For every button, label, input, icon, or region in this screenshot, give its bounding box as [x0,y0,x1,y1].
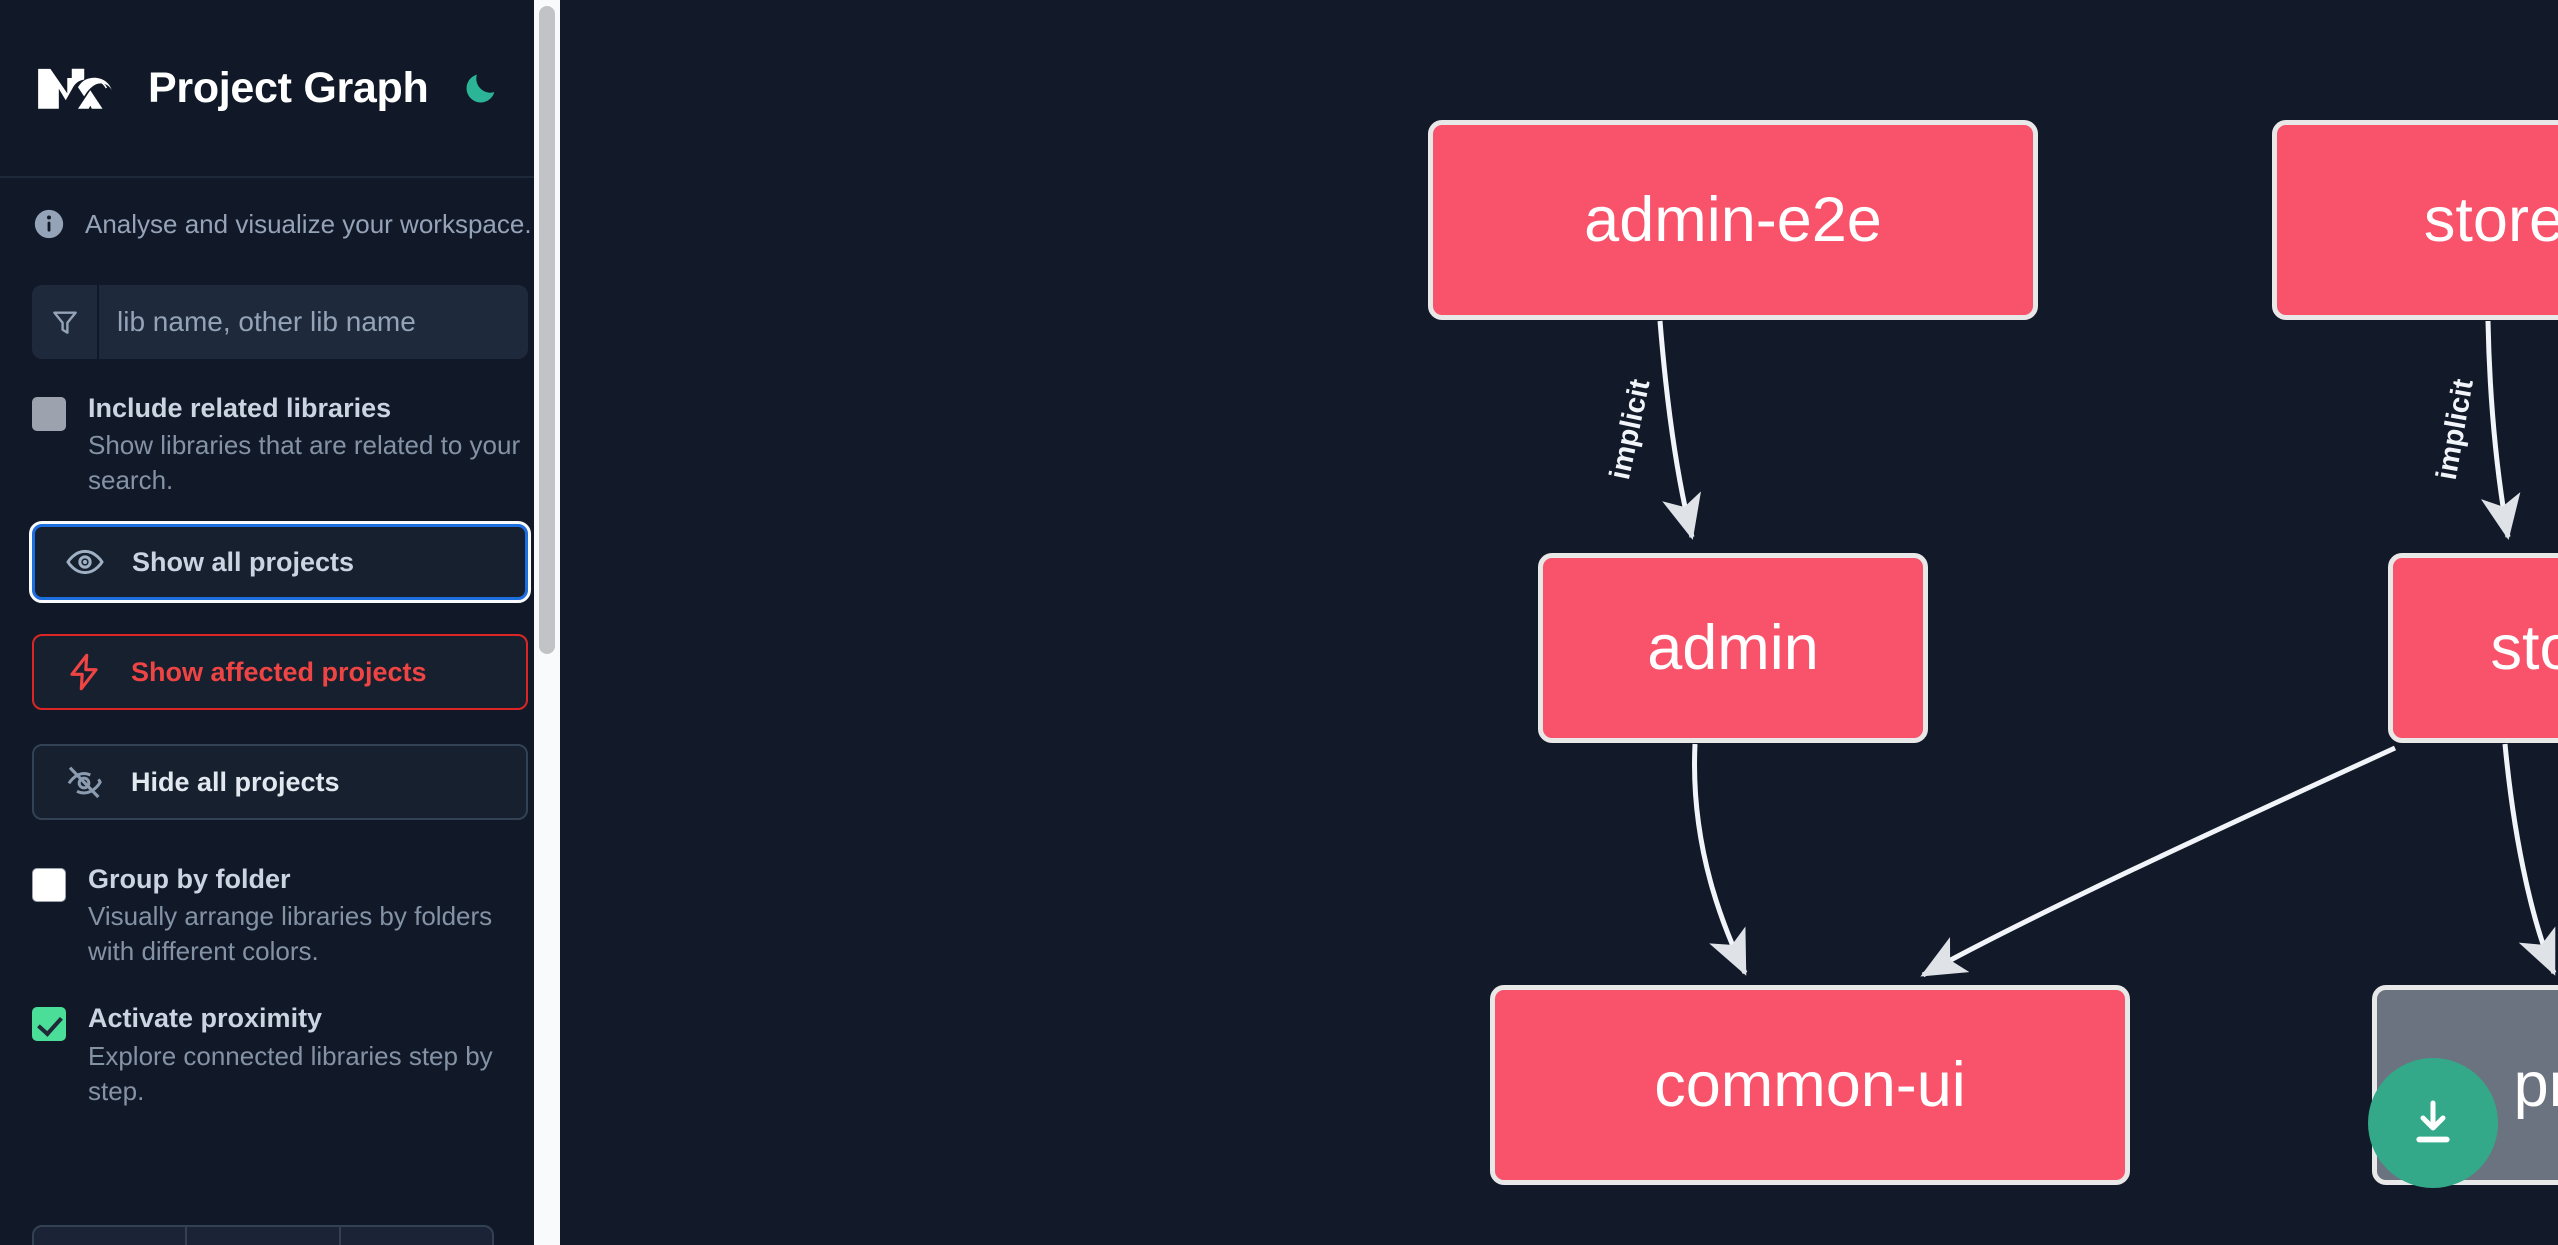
graph-canvas[interactable]: admin-e2e store-e2e admin store common-u… [560,0,2558,1245]
search-input[interactable] [99,285,528,359]
edge-store-products [2502,743,2557,976]
download-icon [2416,1100,2450,1143]
graph-node-common-ui[interactable]: common-ui [1490,985,2130,1185]
edge-label-admin-implicit: implicit [1604,376,1657,483]
graph-node-admin-e2e[interactable]: admin-e2e [1428,120,2038,320]
show-all-projects-label: Show all projects [132,546,355,577]
lightning-bolt-icon [64,652,104,692]
page-title: Project Graph [148,63,429,112]
checkbox-include-related-libraries[interactable]: Include related libraries Show libraries… [32,393,528,498]
sidebar-scrollbar-thumb[interactable] [539,6,555,654]
checkbox-activate-proximity[interactable]: Activate proximity Explore connected lib… [32,1003,528,1108]
edge-store-e2e-store [2480,320,2521,540]
segment-2[interactable] [187,1227,341,1245]
edge-label-store-implicit: implicit [2430,376,2480,483]
checkbox-group-by-folder-description: Visually arrange libraries by folders wi… [88,901,493,967]
graph-node-store-e2e-label: store-e2e [2423,184,2558,255]
hide-all-projects-button[interactable]: Hide all projects [32,744,528,821]
checkbox-activate-proximity-description: Explore connected libraries step by step… [88,1040,493,1106]
checkbox-group-by-folder-label: Group by folder [88,864,291,895]
filter-field[interactable] [32,285,528,359]
sidebar: Project Graph Analyse and visualize your… [0,0,560,1245]
graph-node-store-label: store [2490,612,2558,683]
show-affected-projects-button[interactable]: Show affected projects [32,634,528,711]
graph-node-store[interactable]: store [2388,553,2558,743]
proximity-segmented-control[interactable] [32,1225,494,1245]
checkbox-group-by-folder[interactable]: Group by folder Visually arrange librari… [32,864,528,969]
hide-all-projects-label: Hide all projects [131,766,340,797]
eye-off-icon [64,762,104,802]
sidebar-scrollbar[interactable] [534,0,560,1245]
sidebar-header: Project Graph [0,0,560,178]
eye-icon [65,542,105,582]
graph-node-admin-label: admin [1647,612,1819,683]
info-icon [32,207,66,241]
download-image-button[interactable] [2368,1058,2498,1188]
funnel-icon [32,285,99,359]
segment-1[interactable] [34,1227,188,1245]
edge-admin-common-ui [1692,743,1748,976]
show-affected-projects-label: Show affected projects [131,656,427,687]
checkbox-group-by-folder-box[interactable] [32,868,66,903]
graph-node-admin[interactable]: admin [1538,553,1928,743]
moon-icon[interactable] [458,65,504,111]
edge-admin-e2e-admin [1657,320,1701,540]
segment-3[interactable] [341,1227,492,1245]
graph-node-common-ui-label: common-ui [1654,1049,1966,1120]
show-all-projects-button[interactable]: Show all projects [29,521,531,604]
checkbox-activate-proximity-box[interactable] [32,1007,66,1042]
graph-node-products-label: products [2513,1049,2558,1120]
edge-store-common-ui [1920,745,2397,978]
checkbox-include-related-libraries-box[interactable] [32,397,66,431]
checkbox-include-related-libraries-label: Include related libraries [88,393,392,423]
sidebar-body: Analyse and visualize your workspace. In… [0,178,560,1109]
tagline: Analyse and visualize your workspace. [32,178,532,270]
tagline-text: Analyse and visualize your workspace. [85,208,532,239]
checkbox-include-related-libraries-description: Show libraries that are related to your … [88,430,521,496]
graph-node-store-e2e[interactable]: store-e2e [2272,120,2558,320]
checkbox-activate-proximity-label: Activate proximity [88,1003,323,1034]
nx-logo-icon [32,60,124,116]
graph-node-admin-e2e-label: admin-e2e [1584,184,1882,255]
